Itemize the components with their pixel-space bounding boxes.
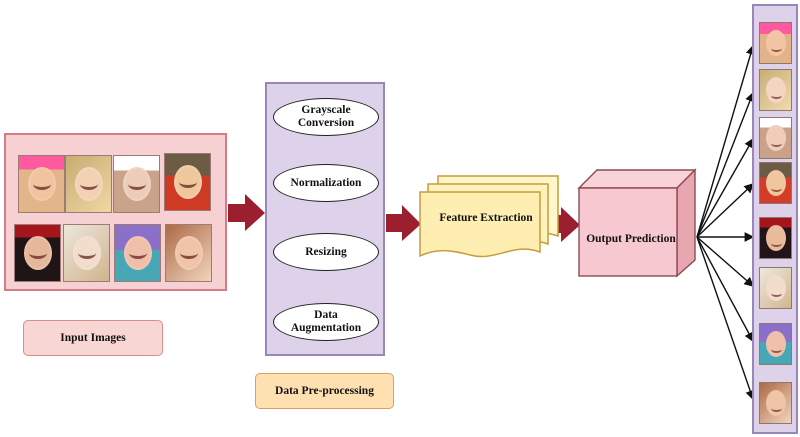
face-thumbnail-6 xyxy=(63,224,110,282)
resizing-step: Resizing xyxy=(273,233,379,271)
output-face-3 xyxy=(759,117,792,159)
face-thumbnail-8 xyxy=(165,224,212,282)
output-face-2 xyxy=(759,69,792,111)
data-preprocessing-label: Data Pre-processing xyxy=(255,373,394,409)
face-thumbnail-5 xyxy=(14,224,61,282)
predicted-faces-column xyxy=(752,4,798,434)
input-images-label: Input Images xyxy=(23,320,163,356)
output-face-6 xyxy=(759,267,792,309)
grayscale-conversion-step: Grayscale Conversion xyxy=(273,98,379,136)
output-face-4 xyxy=(759,162,792,204)
face-thumbnail-7 xyxy=(114,224,161,282)
face-thumbnail-1 xyxy=(18,155,65,213)
feature-extraction-block: Feature Extraction xyxy=(418,170,562,260)
feature-extraction-label: Feature Extraction xyxy=(439,212,533,224)
face-thumbnail-3 xyxy=(113,155,160,213)
output-prediction-cube xyxy=(577,168,697,278)
preprocessing-to-feature-arrow xyxy=(386,205,421,241)
output-fanout-arrows xyxy=(696,44,756,401)
output-face-5 xyxy=(759,217,792,259)
stacked-document-shape xyxy=(419,175,559,258)
output-prediction-block: Output Prediction xyxy=(577,166,697,278)
output-face-1 xyxy=(759,22,792,64)
data-preprocessing-panel: Grayscale Conversion Normalization Resiz… xyxy=(265,82,385,356)
normalization-step: Normalization xyxy=(273,164,379,202)
input-to-preprocessing-arrow xyxy=(228,194,265,231)
face-thumbnail-2 xyxy=(65,155,112,213)
output-prediction-label: Output Prediction xyxy=(586,233,676,245)
input-images-panel xyxy=(4,133,227,291)
data-augmentation-step: Data Augmentation xyxy=(273,303,379,341)
output-face-8 xyxy=(759,382,792,424)
face-thumbnail-4 xyxy=(164,153,211,211)
output-face-7 xyxy=(759,323,792,365)
